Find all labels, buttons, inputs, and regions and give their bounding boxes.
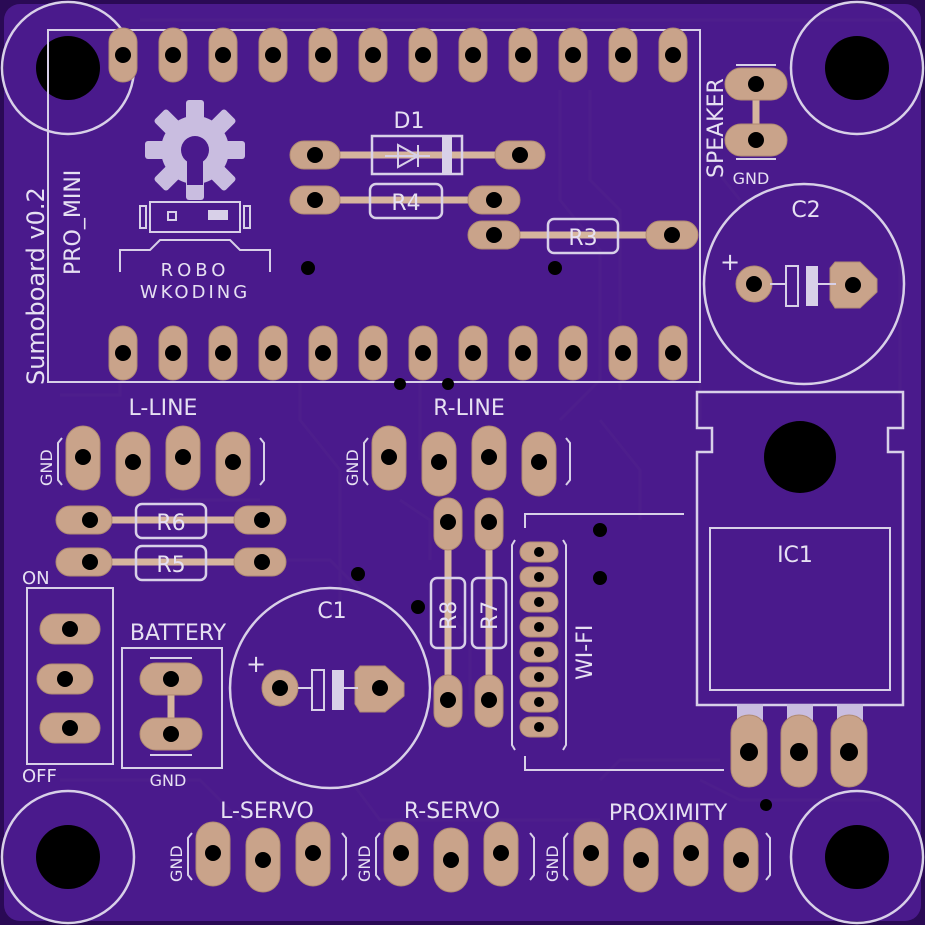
logo-bottom-text: WKODING <box>140 282 250 303</box>
diode-icon <box>385 143 430 169</box>
r6-label: R6 <box>156 511 185 536</box>
resistor-r8: R8 <box>429 497 467 728</box>
pro-mini-top-pads <box>108 27 688 83</box>
c2-plus: + <box>720 248 740 276</box>
l-line-header: L-LINE GND <box>37 396 265 497</box>
wifi-label: WI-FI <box>573 625 598 680</box>
mounting-hole-br <box>789 789 925 925</box>
switch-on-label: ON <box>22 568 50 589</box>
mounting-hole-tr <box>789 0 925 136</box>
logo-top-text: ROBO <box>161 260 230 281</box>
r4-label: R4 <box>391 191 420 216</box>
c1-label: C1 <box>317 599 346 624</box>
pro-mini-bottom-pads <box>108 325 688 381</box>
r-servo-gnd-label: GND <box>355 845 374 882</box>
resistor-r4: R4 <box>289 182 521 220</box>
vias <box>301 261 772 811</box>
l-servo-label: L-SERVO <box>220 799 314 824</box>
pro-mini-label: PRO_MINI <box>61 170 86 275</box>
capacitor-c1: C1 + <box>228 586 432 790</box>
regulator-ic1: IC1 <box>695 390 905 788</box>
robot-logo-icon: ROBO WKODING <box>119 201 271 303</box>
resistor-r5: R5 <box>55 544 287 582</box>
l-servo-gnd-label: GND <box>167 845 186 882</box>
mounting-hole-bl <box>0 789 136 925</box>
resistor-r3: R3 <box>467 217 699 255</box>
l-line-label: L-LINE <box>129 396 198 421</box>
d1-label: D1 <box>394 109 425 134</box>
proximity-label: PROXIMITY <box>609 801 728 826</box>
c2-label: C2 <box>791 198 820 223</box>
proximity-header: PROXIMITY GND <box>543 801 771 893</box>
r5-label: R5 <box>156 553 185 578</box>
capacitor-c2: C2 + <box>702 182 906 386</box>
wifi-header: WI-FI <box>511 513 724 771</box>
diode-d1: D1 <box>289 109 546 176</box>
battery-gnd-label: GND <box>150 771 187 790</box>
power-switch: ON OFF <box>22 568 114 787</box>
r3-label: R3 <box>568 226 597 251</box>
speaker-header: SPEAKER GND <box>704 64 788 188</box>
gear-icon <box>145 100 245 200</box>
ic1-label: IC1 <box>777 543 813 568</box>
battery-label: BATTERY <box>130 621 227 646</box>
l-servo-header: L-SERVO GND <box>167 799 347 893</box>
l-line-gnd-label: GND <box>37 449 56 486</box>
resistor-r7: R7 <box>470 497 508 728</box>
switch-off-label: OFF <box>22 766 57 787</box>
r-line-label: R-LINE <box>433 396 504 421</box>
r-servo-label: R-SERVO <box>404 799 500 824</box>
battery-header: BATTERY GND <box>121 621 227 790</box>
speaker-label: SPEAKER <box>704 78 729 178</box>
speaker-gnd-label: GND <box>733 169 770 188</box>
board-title: Sumoboard v0.2 <box>22 187 50 385</box>
r-line-gnd-label: GND <box>343 449 362 486</box>
r7-label: R7 <box>478 601 503 630</box>
proximity-gnd-label: GND <box>543 845 562 882</box>
resistor-r6: R6 <box>55 502 287 540</box>
r-line-header: R-LINE GND <box>343 396 571 497</box>
c1-plus: + <box>246 650 266 678</box>
r8-label: R8 <box>437 601 462 630</box>
r-servo-header: R-SERVO GND <box>355 799 535 893</box>
